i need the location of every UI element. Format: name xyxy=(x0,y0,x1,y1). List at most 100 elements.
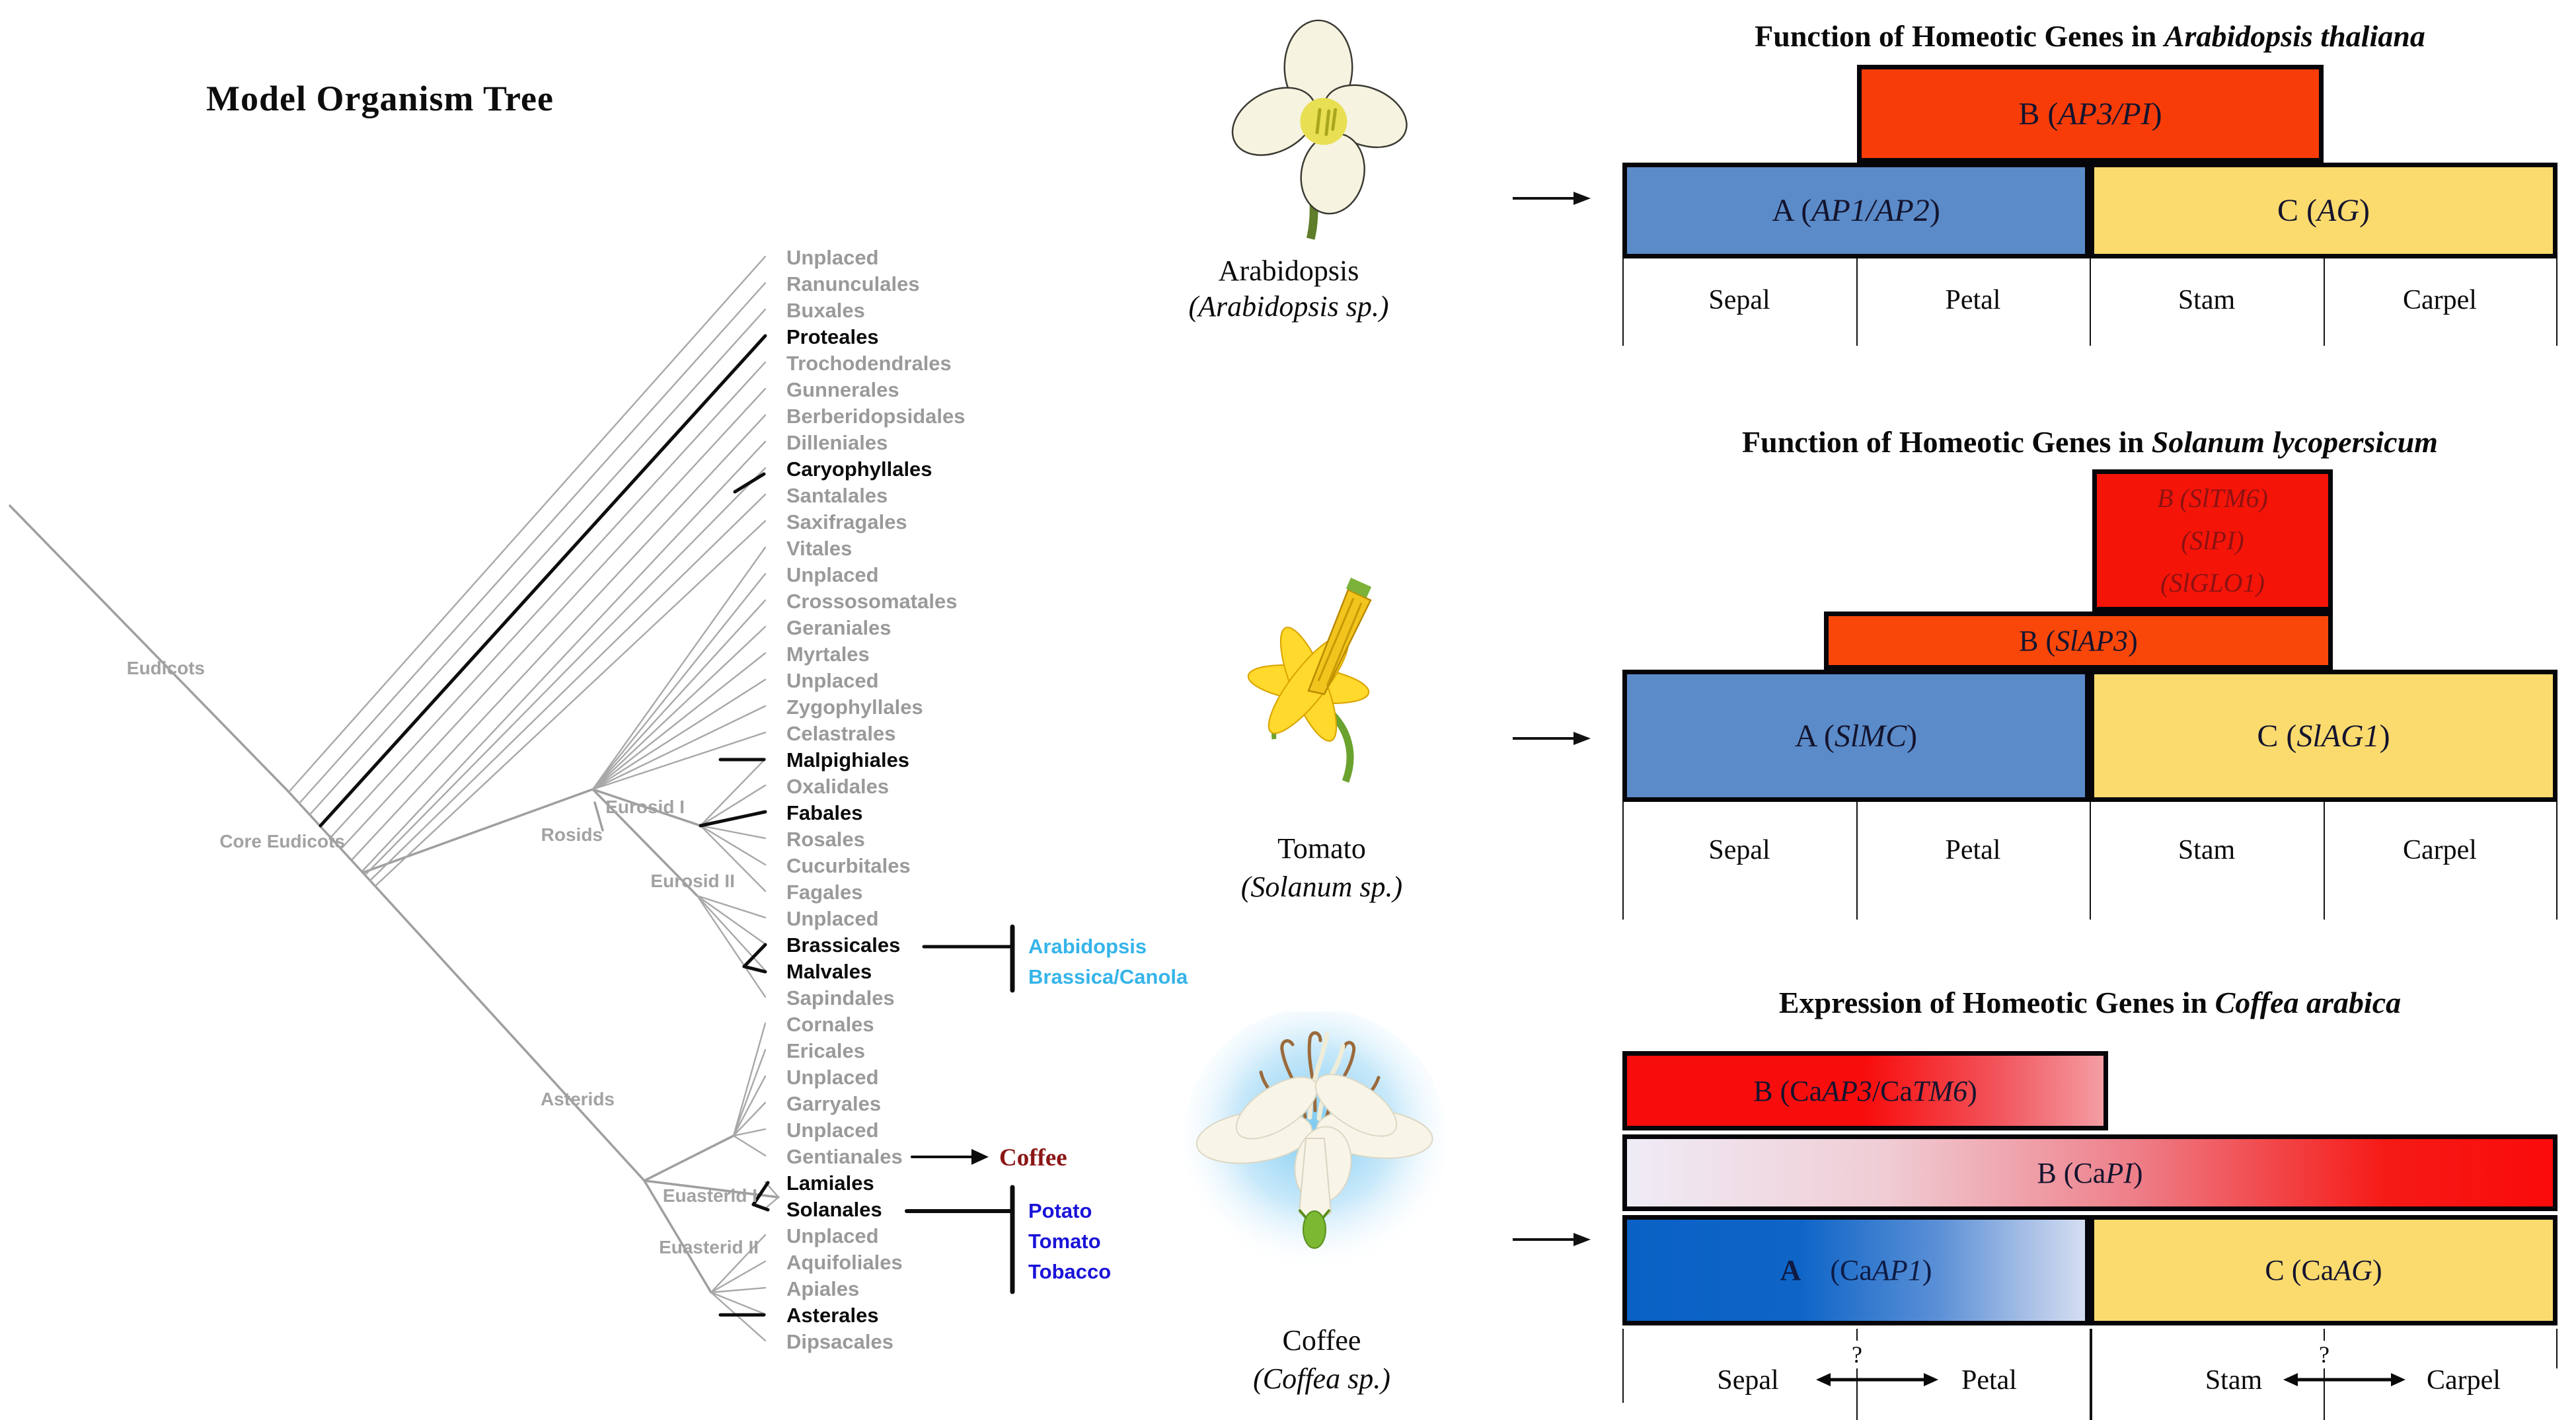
question-mark: ? xyxy=(2311,1341,2337,1368)
gene-label-SlTM6: B (SlTM6) xyxy=(2157,483,2268,513)
tree-branch-line xyxy=(732,1075,767,1137)
tree-order-label: Ericales xyxy=(786,1039,865,1062)
arabidopsis-common-name: Arabidopsis xyxy=(1218,255,1359,287)
panel-arabidopsis-box-A: A (AP1/AP2) xyxy=(1622,163,2090,258)
tree-order-label: Crossosomatales xyxy=(786,590,957,613)
tree-branch-line xyxy=(361,440,767,872)
gene-label-SlMC: A (SlMC) xyxy=(1794,718,1918,754)
tree-order-label: Unplaced xyxy=(786,1066,879,1089)
whorl-divider xyxy=(2090,802,2091,920)
coffee-flower-illustration xyxy=(1183,1011,1447,1273)
gentianales-coffee-label: Coffee xyxy=(999,1144,1067,1171)
whorl-carpel: Carpel xyxy=(2403,835,2477,865)
tree-order-label: Dilleniales xyxy=(786,431,888,454)
whorl-sepal: Sepal xyxy=(1717,1365,1779,1396)
panel-tomato-box-C: C (SlAG1) xyxy=(2090,670,2557,802)
gene-label-SlAP3: B (SlAP3) xyxy=(2019,624,2138,657)
tree-order-label: Apiales xyxy=(786,1277,859,1300)
brassicales-crop-label: Arabidopsis xyxy=(1028,935,1147,958)
tree-trunk-line xyxy=(593,801,604,832)
tree-order-label: Rosales xyxy=(786,828,865,851)
solanales-crop-label: Tomato xyxy=(1028,1230,1101,1253)
tree-clade-label: Eurosid I xyxy=(605,797,685,817)
anther-stripes xyxy=(1317,598,1363,687)
tree-branch-line xyxy=(699,824,767,840)
tree-order-label: Fabales xyxy=(786,801,862,824)
tree-branch-line xyxy=(351,414,767,861)
solanales-crop-label: Tobacco xyxy=(1028,1260,1111,1283)
tree-clade-label: Rosids xyxy=(541,824,603,845)
tree-order-label: Geraniales xyxy=(786,616,891,639)
whorl-petal: Petal xyxy=(1961,1365,2017,1396)
tree-order-label: Trochodendrales xyxy=(786,352,952,375)
tree-branch-highlight xyxy=(733,472,766,494)
tree-order-label: Unplaced xyxy=(786,246,879,269)
whorl-divider xyxy=(1856,258,1858,346)
whorl-divider xyxy=(1622,1329,1624,1403)
tree-clade-label: Euasterid II xyxy=(659,1237,759,1257)
question-mark: ? xyxy=(1844,1341,1870,1368)
tree-branch-line xyxy=(309,308,767,816)
whorl-divider xyxy=(2324,802,2325,920)
whorl-stam: Stam xyxy=(2205,1365,2263,1396)
tree-order-label: Myrtales xyxy=(786,643,870,666)
tree-order-label: Berberidopsidales xyxy=(786,405,965,428)
gene-label-SlGLO1: (SlGLO1) xyxy=(2160,567,2265,598)
tree-order-label: Sapindales xyxy=(786,986,895,1009)
tree-title: Model Organism Tree xyxy=(206,79,554,118)
tree-branch-highlight xyxy=(751,1181,770,1206)
tree-order-label: Garryales xyxy=(786,1092,881,1115)
tree-branch-highlight xyxy=(319,334,767,828)
coffee-common-name: Coffee xyxy=(1282,1324,1361,1357)
tree-order-label: Fagales xyxy=(786,881,862,904)
tree-branch-line xyxy=(732,1134,767,1157)
panel-coffee-box-C: C (CaAG) xyxy=(2090,1215,2557,1325)
panel-arabidopsis-title: Function of Homeotic Genes in Arabidopsi… xyxy=(1755,19,2425,53)
tree-branch-line xyxy=(732,1022,767,1137)
whorl-sepal: Sepal xyxy=(1708,285,1770,315)
gene-label-B: B (AP3/PI) xyxy=(2018,96,2162,132)
tree-order-label: Santalales xyxy=(786,484,888,507)
solanales-crop-label: Potato xyxy=(1028,1199,1092,1222)
tree-order-label: Cucurbitales xyxy=(786,854,911,877)
tree-order-label: Unplaced xyxy=(786,563,879,586)
tree-branch-line xyxy=(591,731,767,791)
tree-trunk-line xyxy=(591,788,702,827)
tree-order-label: Brassicales xyxy=(786,933,900,957)
whorl-divider xyxy=(1622,258,1624,346)
panel-coffee-box-B2: B (CaPI) xyxy=(1622,1134,2557,1211)
whorl-petal: Petal xyxy=(1945,835,2001,865)
tree-branch-line xyxy=(591,652,767,791)
tree-trunk-line xyxy=(361,788,594,874)
tomato-flower-illustration xyxy=(1247,577,1372,783)
panel-tomato-box-B-upper: B (SlTM6) (SlPI) (SlGLO1) xyxy=(2092,469,2333,611)
tree-trunk-line xyxy=(643,1179,712,1294)
tree-trunk-line xyxy=(287,791,364,874)
gene-label-CaPI: B (CaPI) xyxy=(2037,1156,2143,1189)
tree-branch-line xyxy=(330,361,767,838)
whorl-stam: Stam xyxy=(2178,835,2236,865)
tree-order-label: Solanales xyxy=(786,1198,882,1221)
arrow-to-tomato-panel xyxy=(1513,732,1591,745)
tree-branch-highlight xyxy=(751,1203,770,1212)
whorl-divider xyxy=(1622,802,1624,920)
sepal-petal-double-arrow xyxy=(1816,1373,1938,1386)
calyx xyxy=(1303,1210,1326,1249)
tree-branch-line xyxy=(696,894,767,998)
panel-coffee-title: Expression of Homeotic Genes in Coffea a… xyxy=(1778,986,2402,1019)
stam-carpel-double-arrow xyxy=(2283,1373,2406,1386)
tree-trunk-line xyxy=(361,871,646,1182)
whorl-divider xyxy=(1856,802,1858,920)
tree-branch-line xyxy=(732,1128,767,1137)
gene-label-CaAP3-CaTM6: B (CaAP3/CaTM6) xyxy=(1753,1074,1977,1107)
tree-order-label: Caryophyllales xyxy=(786,457,932,481)
arabidopsis-flower-illustration xyxy=(1231,19,1408,240)
tree-branch-line xyxy=(340,387,767,849)
gene-label-SlPI: (SlPI) xyxy=(2181,525,2244,555)
tree-order-label: Ranunculales xyxy=(786,272,920,296)
tomato-common-name: Tomato xyxy=(1277,832,1366,865)
whorl-divider xyxy=(2324,258,2325,346)
whorl-carpel: Carpel xyxy=(2403,285,2477,315)
tree-order-label: Dipsacales xyxy=(786,1330,893,1353)
